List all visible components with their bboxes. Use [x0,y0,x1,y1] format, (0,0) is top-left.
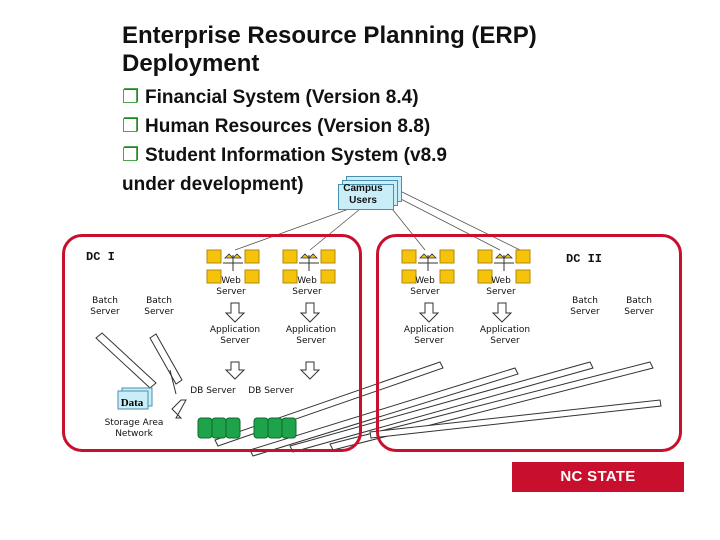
nc-state-logo: NC STATE UNIVERSITY [512,462,684,515]
bullet-continuation: under development) [122,174,304,195]
dc1-web-server-1: Web Server [216,276,246,297]
bullet-marker-icon: ❐ [122,144,140,166]
bullet-sis: ❐Student Information System (v8.9 [122,144,447,166]
web-server-icon [206,249,531,284]
data-center-1 [62,234,362,452]
dc1-batch-server-2: Batch Server [144,296,174,317]
dc2-batch-server-2: Batch Server [624,296,654,317]
dc2-label: DC II [566,252,603,266]
bullet-marker-icon: ❐ [122,86,140,108]
dc1-label: DC I [86,250,115,264]
dc2-app-server-2: Application Server [479,325,531,346]
campus-users-box-front [338,184,394,210]
dc2-web-server-1: Web Server [410,276,440,297]
bullet-marker-icon: ❐ [122,115,140,137]
dc1-db-server-2: DB Server [248,386,294,396]
dc1-app-server-2: Application Server [285,325,337,346]
data-center-2 [376,234,682,452]
storage-area-network-label: Storage Area Network [104,418,164,439]
dc1-app-server-1: Application Server [209,325,261,346]
dc1-web-server-2: Web Server [292,276,322,297]
db-cylinder-icon [197,417,297,439]
bullet-hr: ❐Human Resources (Version 8.8) [122,115,431,137]
dc1-db-server-1: DB Server [190,386,236,396]
dc2-batch-server-1: Batch Server [570,296,600,317]
dc2-app-server-1: Application Server [403,325,455,346]
dc1-batch-server-1: Batch Server [90,296,120,317]
data-label: Data [120,397,144,409]
bullet-financial: ❐Financial System (Version 8.4) [122,86,419,108]
page-title: Enterprise Resource Planning (ERP) Deplo… [122,22,537,77]
dc2-web-server-2: Web Server [486,276,516,297]
campus-users-label: Campus Users [343,183,383,206]
